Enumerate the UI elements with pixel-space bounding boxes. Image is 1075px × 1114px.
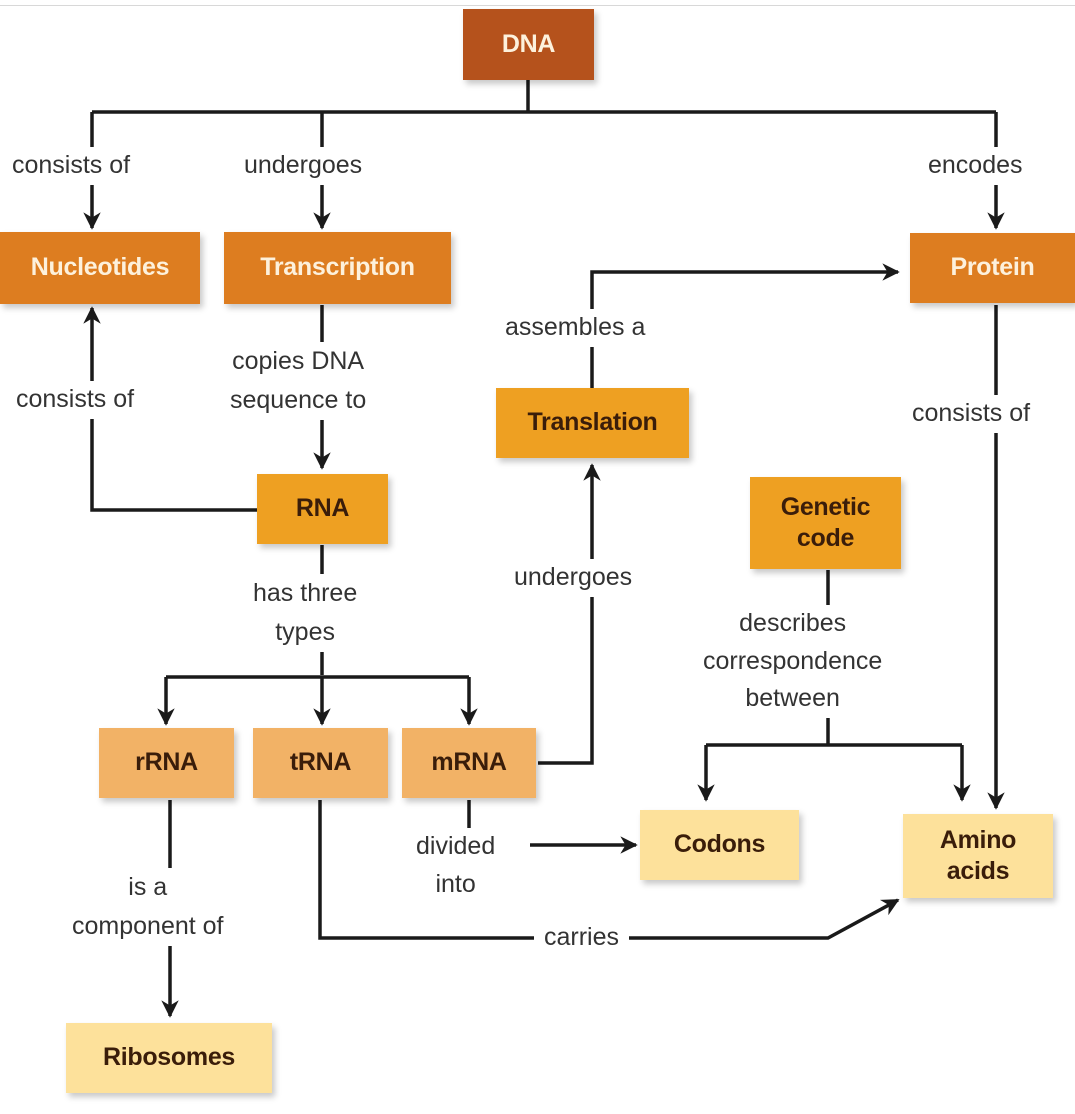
node-rrna: rRNA	[99, 728, 234, 798]
label-mrna-codons: divided into	[416, 828, 496, 903]
node-label: Ribosomes	[102, 1043, 236, 1072]
node-label: Translation	[527, 408, 658, 437]
node-label: RNA	[295, 494, 350, 523]
top-divider	[0, 5, 1075, 6]
label-line: describes	[739, 609, 847, 637]
node-transcription: Transcription	[224, 232, 451, 304]
node-label: mRNA	[431, 748, 507, 777]
node-codons: Codons	[640, 810, 799, 880]
label-protein-amino-acids: consists of	[912, 395, 1031, 433]
mrna-to-translation-arrow	[538, 463, 601, 765]
node-label: code	[796, 524, 855, 552]
node-protein: Protein	[910, 233, 1075, 303]
label-dna-transcription: undergoes	[244, 147, 363, 185]
node-ribosomes: Ribosomes	[66, 1023, 272, 1093]
label-line: is a	[128, 873, 168, 901]
label-dna-nucleotides: consists of	[12, 147, 131, 185]
label-rna-nucleotides: consists of	[16, 381, 135, 419]
label-transcription-rna: copies DNA sequence to	[230, 342, 367, 420]
node-dna: DNA	[463, 9, 594, 80]
label-translation-protein: assembles a	[505, 309, 646, 347]
label-line: correspondence	[703, 646, 883, 675]
label-dna-protein: encodes	[928, 147, 1023, 185]
label-line: into	[435, 869, 476, 898]
node-label: Amino	[939, 825, 1017, 854]
label-line: between	[745, 684, 840, 712]
node-label: Protein	[950, 253, 1035, 282]
label-genetic-code: describes correspondence between	[703, 605, 883, 718]
node-label: acids	[946, 857, 1010, 885]
node-label: DNA	[501, 29, 556, 58]
label-mrna-translation: undergoes	[514, 559, 633, 597]
node-label: Genetic	[780, 492, 871, 521]
node-label: Transcription	[260, 253, 415, 282]
label-rna-types: has three types	[253, 574, 358, 652]
node-rna: RNA	[257, 474, 388, 544]
node-mrna: mRNA	[402, 728, 536, 798]
label-line: divided	[416, 832, 496, 860]
node-label: rRNA	[135, 748, 198, 777]
label-rrna-ribosomes: is a component of	[72, 868, 224, 946]
node-label: Codons	[673, 830, 766, 859]
node-nucleotides: Nucleotides	[0, 232, 200, 304]
node-label: tRNA	[289, 748, 352, 777]
label-line: has three	[253, 579, 358, 607]
node-genetic-code: Genetic code	[750, 477, 901, 569]
label-trna-amino-acids: carries	[534, 919, 630, 957]
node-trna: tRNA	[253, 728, 388, 798]
node-translation: Translation	[496, 388, 689, 458]
label-line: copies DNA	[232, 347, 365, 375]
rna-to-nucleotides-arrow	[83, 306, 258, 512]
label-line: component of	[72, 911, 224, 940]
trna-to-amino-acids-arrow	[318, 800, 900, 940]
label-line: sequence to	[230, 385, 367, 414]
translation-to-protein-arrow	[590, 263, 900, 388]
node-amino-acids: Amino acids	[903, 814, 1053, 898]
label-line: types	[275, 617, 335, 646]
node-label: Nucleotides	[30, 253, 170, 282]
